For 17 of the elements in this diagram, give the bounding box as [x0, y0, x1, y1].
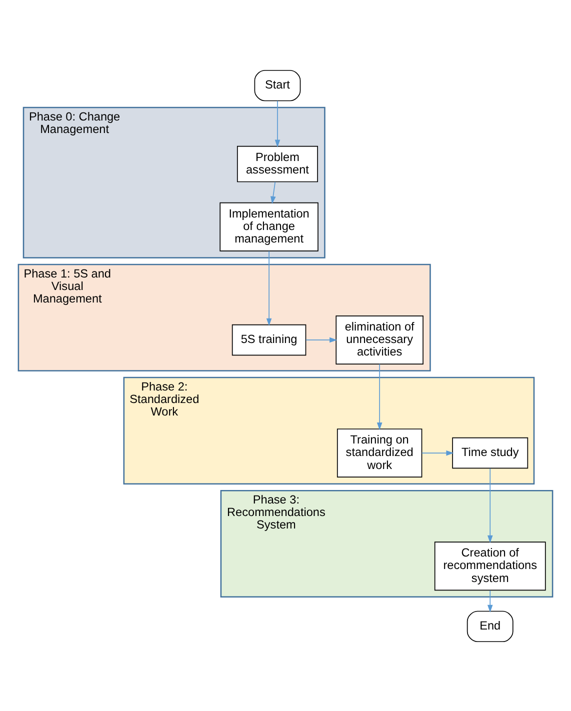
arrow [487, 468, 493, 543]
node-box: Creation of recommendations system [434, 541, 546, 590]
arrow [487, 590, 493, 612]
node-box: 5S training [232, 324, 306, 356]
node-box: Time study [452, 436, 528, 468]
node-box: End [466, 610, 514, 642]
node-box: Problem assessment [236, 145, 318, 182]
node-box: Start [254, 69, 301, 101]
arrow [270, 181, 276, 204]
node-box: elimination of unnecessary activities [336, 315, 424, 364]
arrow [421, 450, 454, 456]
arrow [376, 363, 382, 430]
node-box: Training on standardized work [336, 428, 422, 477]
arrow [306, 336, 338, 342]
arrow [266, 250, 272, 326]
node-box: Implementation of change management [220, 202, 318, 251]
arrow [274, 100, 280, 147]
